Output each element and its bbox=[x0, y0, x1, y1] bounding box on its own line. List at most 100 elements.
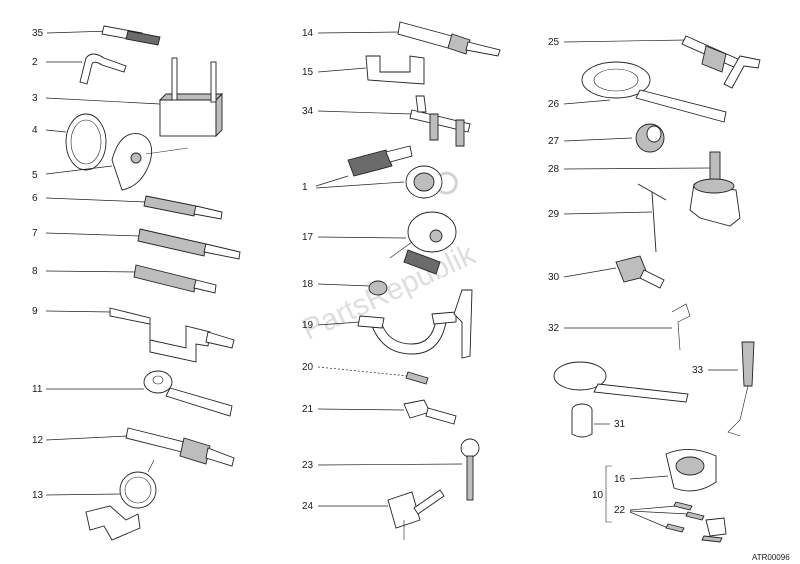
label-14: 14 bbox=[302, 28, 314, 39]
tool-30: 30 bbox=[548, 255, 665, 289]
leader-13 bbox=[45, 493, 121, 496]
leader-8 bbox=[45, 270, 137, 273]
tool-15: 15 bbox=[302, 55, 425, 85]
part-17-screw bbox=[403, 249, 441, 275]
part-4-scale bbox=[70, 119, 102, 165]
watermark-text: PartsRepublik bbox=[297, 237, 481, 346]
tool-4: 4 bbox=[32, 113, 107, 171]
label-8: 8 bbox=[32, 266, 38, 277]
label-35: 35 bbox=[32, 28, 44, 39]
tool-14: 14 bbox=[302, 21, 501, 57]
label-34: 34 bbox=[302, 106, 314, 117]
leader-22c bbox=[629, 511, 669, 529]
part-3-side bbox=[215, 92, 223, 138]
label-13: 13 bbox=[32, 490, 44, 501]
tool-5: 5 bbox=[32, 133, 189, 191]
part-26-handle bbox=[635, 89, 727, 123]
leader-34 bbox=[317, 110, 413, 115]
part-22-pin-d bbox=[701, 535, 723, 543]
tool-2: 2 bbox=[32, 53, 127, 85]
tool-32: 32 bbox=[548, 303, 691, 351]
tool-17: 17 bbox=[302, 211, 457, 275]
part-22-block bbox=[705, 517, 727, 537]
part-1-bore bbox=[413, 172, 435, 192]
leader-19 bbox=[317, 321, 361, 326]
part-14-body bbox=[397, 21, 453, 49]
tool-12: 12 bbox=[32, 427, 235, 467]
leader-25 bbox=[563, 39, 687, 43]
tool-31: 31 bbox=[553, 361, 689, 438]
part-23-dial bbox=[460, 438, 480, 458]
part-33-hook bbox=[727, 385, 749, 437]
part-34-bar bbox=[409, 109, 471, 133]
label-33: 33 bbox=[692, 365, 704, 376]
label-4: 4 bbox=[32, 125, 38, 136]
part-17-hub bbox=[429, 229, 443, 243]
label-24: 24 bbox=[302, 501, 314, 512]
label-21: 21 bbox=[302, 404, 314, 415]
label-28: 28 bbox=[548, 164, 560, 175]
tool-13: 13 bbox=[32, 459, 157, 541]
tool-11: 11 bbox=[32, 370, 233, 417]
tool-20: 20 bbox=[302, 362, 429, 385]
part-26-ring-spanner bbox=[581, 61, 651, 99]
leader-3 bbox=[45, 97, 161, 105]
part-26-teeth bbox=[593, 68, 639, 92]
label-5: 5 bbox=[32, 170, 38, 181]
tool-9: 9 bbox=[32, 306, 235, 363]
tool-25: 25 bbox=[548, 35, 761, 89]
tool-28: 28 bbox=[548, 151, 741, 227]
leader-9 bbox=[45, 310, 113, 313]
part-28-body bbox=[689, 183, 741, 227]
leader-6 bbox=[45, 197, 147, 203]
part-25-sleeve bbox=[701, 45, 727, 73]
part-12-tip bbox=[205, 447, 235, 467]
tool-18: 18 bbox=[302, 279, 388, 296]
part-19-pin-b bbox=[431, 311, 457, 325]
tool-23: 23 bbox=[302, 438, 480, 501]
leader-35 bbox=[46, 30, 111, 34]
part-13-holder bbox=[85, 505, 141, 541]
label-16: 16 bbox=[614, 474, 626, 485]
part-3-plate bbox=[159, 99, 217, 137]
part-13-stem bbox=[147, 459, 155, 473]
part-21-shaft bbox=[425, 407, 457, 425]
label-6: 6 bbox=[32, 193, 38, 204]
leader-20 bbox=[317, 366, 409, 377]
part-5-pointer bbox=[145, 147, 189, 155]
part-5-hub bbox=[130, 152, 142, 164]
part-24-arm bbox=[413, 489, 445, 515]
part-15-fork bbox=[365, 55, 425, 85]
part-12-body bbox=[179, 437, 211, 465]
tool-27: 27 bbox=[548, 123, 665, 153]
leader-12 bbox=[45, 435, 129, 441]
tool-35: 35 bbox=[32, 25, 161, 46]
leader-16 bbox=[629, 475, 669, 480]
part-17-arm bbox=[389, 241, 413, 259]
label-23: 23 bbox=[302, 460, 314, 471]
label-22: 22 bbox=[614, 505, 626, 516]
part-3-stud-a bbox=[171, 57, 178, 101]
part-2-hook bbox=[79, 53, 127, 85]
part-32-wire bbox=[671, 303, 691, 351]
part-8-tip bbox=[193, 279, 217, 294]
part-4-degree-wheel bbox=[65, 113, 107, 171]
part-9-pin bbox=[205, 331, 235, 349]
part-34-post-b bbox=[455, 119, 465, 147]
leader-23 bbox=[317, 463, 463, 466]
leader-26 bbox=[563, 99, 611, 105]
part-14-tip bbox=[465, 41, 501, 57]
leader-27 bbox=[563, 137, 633, 142]
leader-1b bbox=[315, 181, 405, 189]
part-23-stem bbox=[466, 455, 474, 501]
leader-4 bbox=[45, 129, 67, 133]
part-22-pin-a bbox=[673, 501, 693, 511]
part-29-stem bbox=[651, 191, 657, 253]
part-6-tip bbox=[193, 205, 223, 220]
leader-22b bbox=[629, 510, 689, 515]
part-31-spanner-head bbox=[553, 361, 607, 391]
leader-28 bbox=[563, 167, 711, 170]
part-8-body bbox=[133, 264, 197, 293]
leader-7 bbox=[45, 232, 141, 237]
